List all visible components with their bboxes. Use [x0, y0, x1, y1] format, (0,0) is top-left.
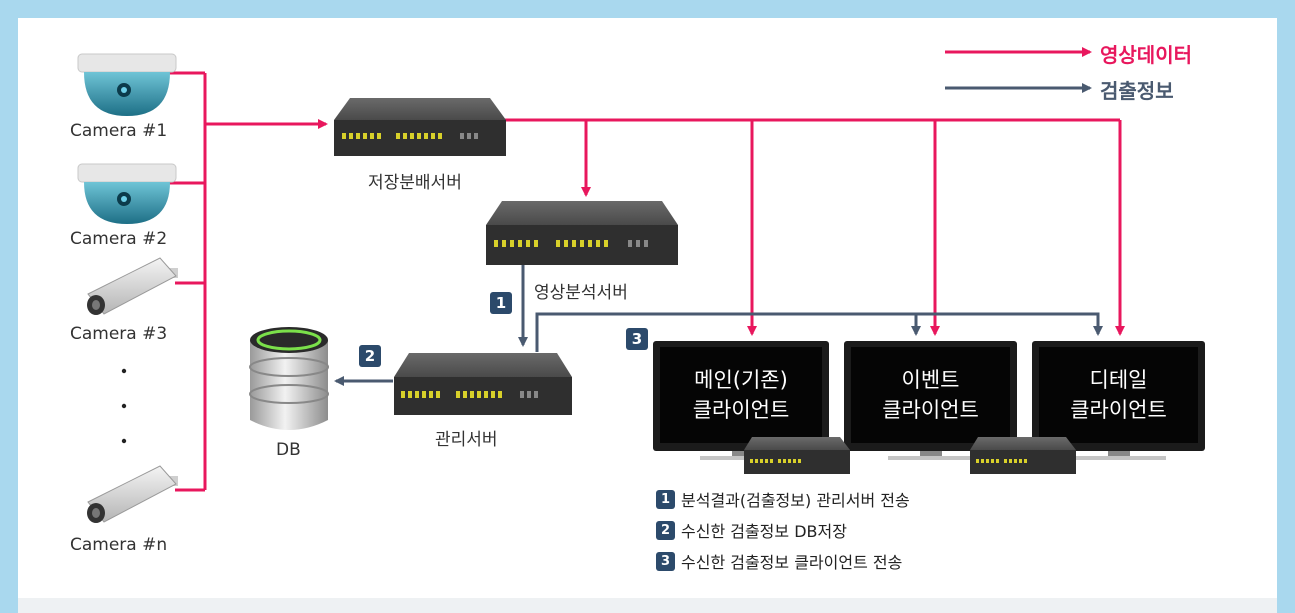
camera-2-icon	[77, 163, 177, 224]
client-monitor-3-icon	[1032, 341, 1205, 460]
camera-n-label: Camera #n	[70, 535, 168, 555]
storage-server-icon	[334, 98, 506, 156]
note-3-text: 수신한 검출정보 클라이언트 전송	[681, 553, 903, 572]
step-badge-2: 2	[359, 345, 381, 367]
client-detail-line1: 디테일	[1089, 368, 1148, 392]
note-1: 1 분석결과(검출정보) 관리서버 전송	[656, 487, 910, 511]
step-badge-1: 1	[490, 292, 512, 314]
client-detail-screen: 디테일 클라이언트	[1039, 365, 1198, 425]
camera-1-icon	[77, 53, 177, 116]
legend-arrows	[945, 47, 1092, 93]
note-2: 2 수신한 검출정보 DB저장	[656, 518, 847, 542]
database-icon	[249, 327, 329, 430]
client-main-line2: 클라이언트	[692, 398, 790, 422]
management-server-icon	[394, 353, 572, 415]
note-3: 3 수신한 검출정보 클라이언트 전송	[656, 549, 902, 573]
client-main-screen: 메인(기존) 클라이언트	[660, 365, 822, 425]
camera-3-icon	[87, 257, 178, 315]
camera-bus	[160, 71, 328, 492]
client-server-b-icon	[970, 437, 1076, 474]
client-event-screen: 이벤트 클라이언트	[851, 365, 1010, 425]
note-1-text: 분석결과(검출정보) 관리서버 전송	[681, 491, 910, 510]
legend-video-label: 영상데이터	[1100, 43, 1192, 67]
note-2-text: 수신한 검출정보 DB저장	[681, 522, 847, 541]
step-badge-3: 3	[626, 328, 648, 350]
management-server-label: 관리서버	[435, 430, 498, 450]
camera-3-label: Camera #3	[70, 324, 168, 344]
note-2-number: 2	[656, 520, 675, 540]
camera-n-icon	[87, 465, 178, 523]
diagram-canvas	[18, 18, 1277, 598]
client-event-line2: 클라이언트	[882, 398, 979, 422]
note-3-number: 3	[656, 551, 675, 571]
analysis-server-icon	[486, 201, 678, 265]
camera-2-label: Camera #2	[70, 229, 168, 249]
client-server-a-icon	[744, 437, 850, 474]
footer-band	[18, 598, 1277, 613]
video-distribution	[505, 118, 1125, 336]
detection-flows	[334, 263, 1103, 386]
camera-ellipsis	[121, 368, 127, 444]
client-event-line1: 이벤트	[901, 368, 960, 392]
client-main-line1: 메인(기존)	[694, 368, 788, 392]
analysis-server-label: 영상분석서버	[534, 283, 628, 303]
client-monitor-1-icon	[653, 341, 829, 460]
note-1-number: 1	[656, 489, 675, 509]
legend-detect-label: 검출정보	[1100, 79, 1174, 103]
camera-1-label: Camera #1	[70, 121, 168, 141]
storage-server-label: 저장분배서버	[368, 173, 462, 193]
client-monitor-2-icon	[844, 341, 1017, 460]
client-detail-line2: 클라이언트	[1070, 398, 1167, 422]
db-label: DB	[276, 440, 301, 460]
